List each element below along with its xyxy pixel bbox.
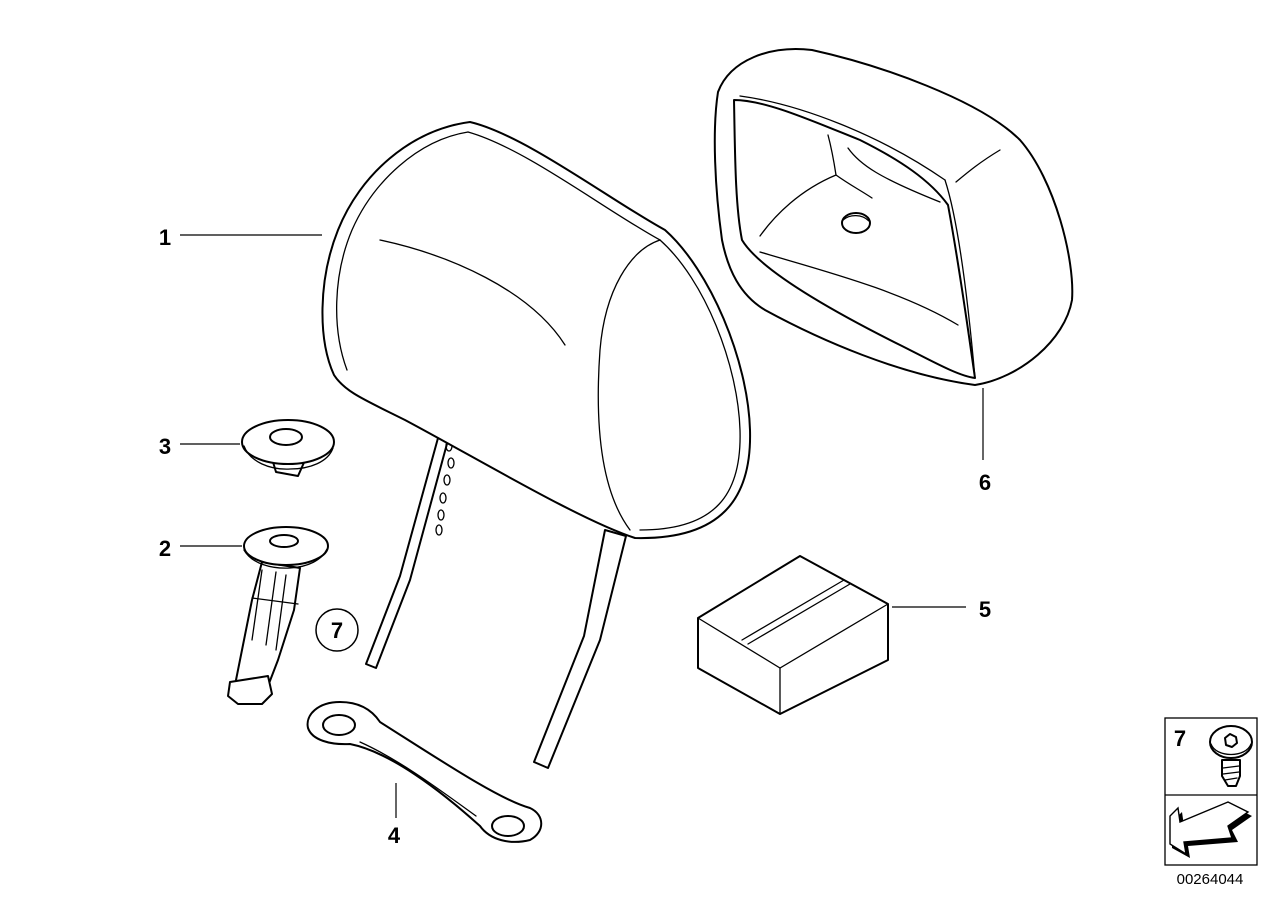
inset-panel: 7 (1164, 717, 1258, 866)
callout-3: 3 (159, 434, 171, 459)
callout-7-circled: 7 (315, 608, 359, 652)
spanner-tool-part (306, 701, 543, 843)
headrest-cover-part (713, 48, 1074, 386)
cap-part (241, 419, 335, 477)
callout-2: 2 (159, 536, 171, 561)
guide-sleeve-part (227, 526, 329, 705)
callout-1: 1 (159, 225, 171, 250)
callout-7-inset: 7 (1174, 726, 1186, 751)
torx-screw-icon (1209, 725, 1253, 787)
direction-arrow-icon (1169, 801, 1252, 858)
callout-5: 5 (979, 597, 991, 622)
callout-4: 4 (388, 823, 401, 848)
callout-6: 6 (979, 470, 991, 495)
svg-text:7: 7 (331, 618, 343, 643)
box-part (697, 555, 889, 715)
headrest-part (321, 121, 752, 769)
diagram-number: 00264044 (1177, 871, 1244, 888)
